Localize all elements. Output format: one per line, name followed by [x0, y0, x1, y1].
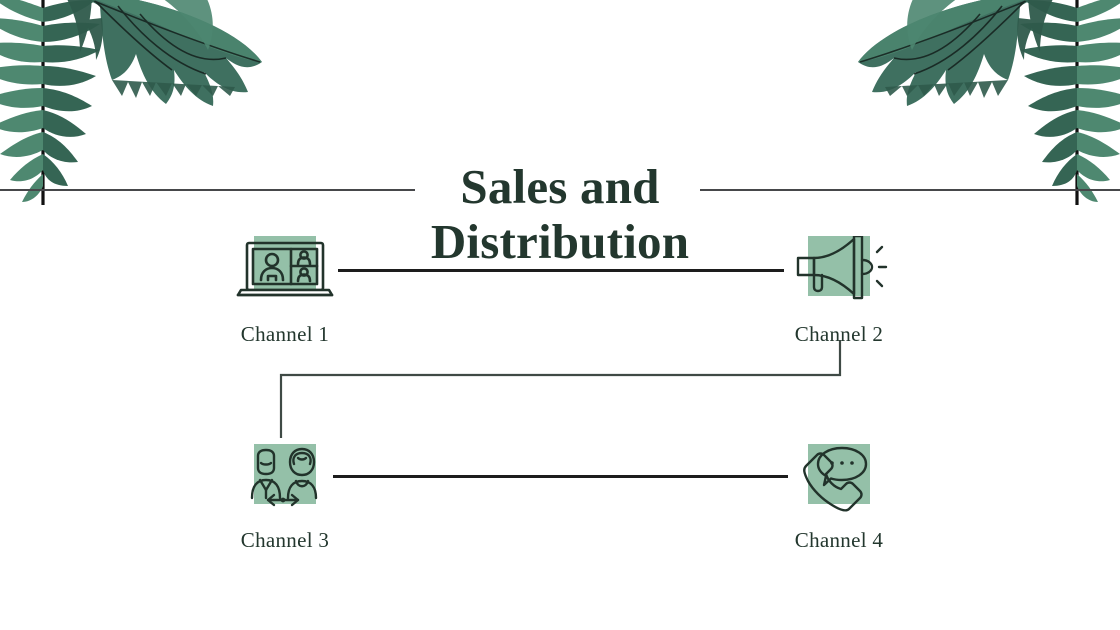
channel-1-label: Channel 1: [240, 322, 330, 346]
header-rule-right: [700, 189, 1120, 191]
page-title: Sales and Distribution: [0, 159, 1120, 270]
phone-chat-icon: [803, 446, 868, 512]
megaphone-icon: [796, 236, 888, 300]
page-title-line2: Distribution: [430, 213, 690, 269]
channel-2-icon-background: [808, 236, 870, 296]
two-people-exchange-icon: [250, 447, 318, 507]
channel-4-icon-wrap: [784, 442, 894, 512]
channel-2-icon-wrap: [784, 236, 894, 306]
header-rule-left: [0, 189, 415, 191]
page-title-line1: Sales and: [460, 159, 660, 214]
node-channel-1[interactable]: Channel 1: [175, 236, 395, 347]
connector-channel3-channel4: [333, 475, 788, 478]
channel-1-icon-background: [254, 236, 316, 290]
channel-3-label: Channel 3: [240, 528, 330, 552]
connector-channel2-channel3: [279, 340, 842, 438]
video-conference-icon: [236, 241, 334, 297]
channel-4-label: Channel 4: [794, 528, 884, 552]
channel-1-icon-wrap: [230, 236, 340, 306]
channel-2-label: Channel 2: [794, 322, 884, 346]
node-channel-2[interactable]: Channel 2: [729, 236, 949, 347]
connector-channel1-channel2: [338, 269, 784, 272]
node-channel-3[interactable]: Channel 3: [175, 442, 395, 553]
channel-3-icon-wrap: [230, 442, 340, 512]
node-channel-4[interactable]: Channel 4: [729, 442, 949, 553]
slide-header: Sales and Distribution: [0, 78, 1120, 269]
